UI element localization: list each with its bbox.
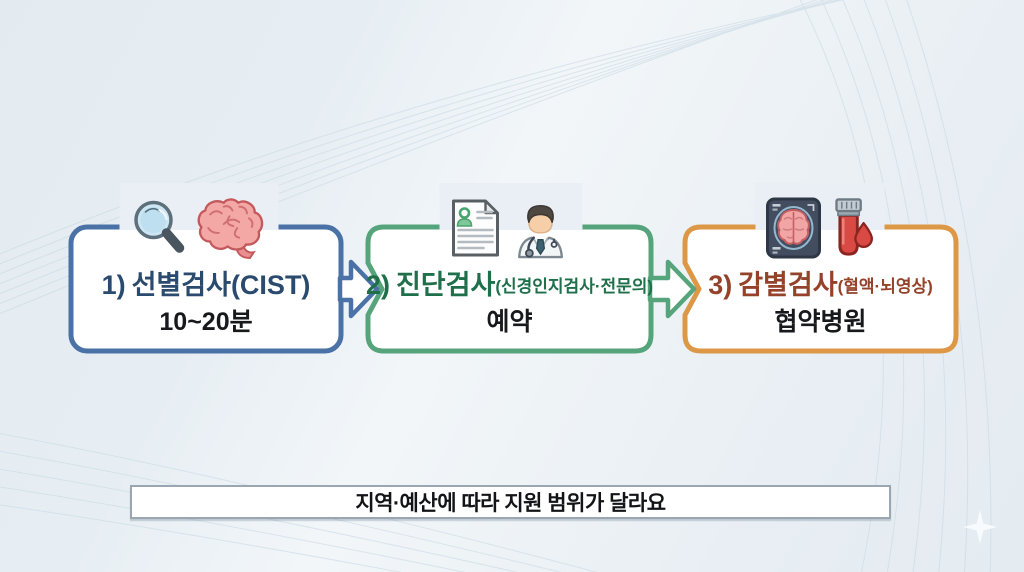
step-card-1: 1)선별검사(CIST) 10~20분 [71,227,341,351]
step-2-subtitle: 예약 [486,308,533,336]
blood-test-icon [835,198,874,256]
step-2-title-text: 진단검사 [395,270,496,300]
magnifier-icon [134,200,185,253]
step-3-number: 3) [708,270,733,300]
step-1-subtitle: 10~20분 [159,308,253,336]
step-3-title-text: 감별검사 [738,270,838,300]
step-card-3-border [682,224,959,354]
step-3-subtitle: 협약병원 [774,308,867,336]
step-2-title-paren: (신경인지검사·전문의) [495,277,654,296]
step-card-3: 3)감별검사(혈액·뇌영상) 협약병원 [685,227,956,351]
brain-scan-icon [766,197,821,259]
step-1-number: 1) [101,270,126,300]
step-2-title: 2)진단검사(신경인지검사·전문의) [366,267,653,305]
arrow-icon-2 [647,259,697,319]
step-3-title-paren: (혈액·뇌영상) [837,277,933,296]
step-3-icons [755,183,885,259]
footer-note-text: 지역·예산에 따라 지원 범위가 달라요 [355,492,666,515]
footer-note-bar: 지역·예산에 따라 지원 범위가 달라요 [130,485,891,519]
arrow-icon-1 [337,259,380,319]
document-icon [452,199,499,257]
step-1-title: 1)선별검사(CIST) [102,267,311,305]
step-card-2: 2)진단검사(신경인지검사·전문의) 예약 [366,227,653,351]
step-3-title: 3)감별검사(혈액·뇌영상) [708,267,933,305]
doctor-icon [518,205,563,259]
brain-icon [197,198,264,259]
step-2-icons [439,183,583,259]
step-1-icons [119,183,279,259]
step-1-title-text: 선별검사(CIST) [131,270,311,300]
step-2-number: 2) [365,270,390,300]
